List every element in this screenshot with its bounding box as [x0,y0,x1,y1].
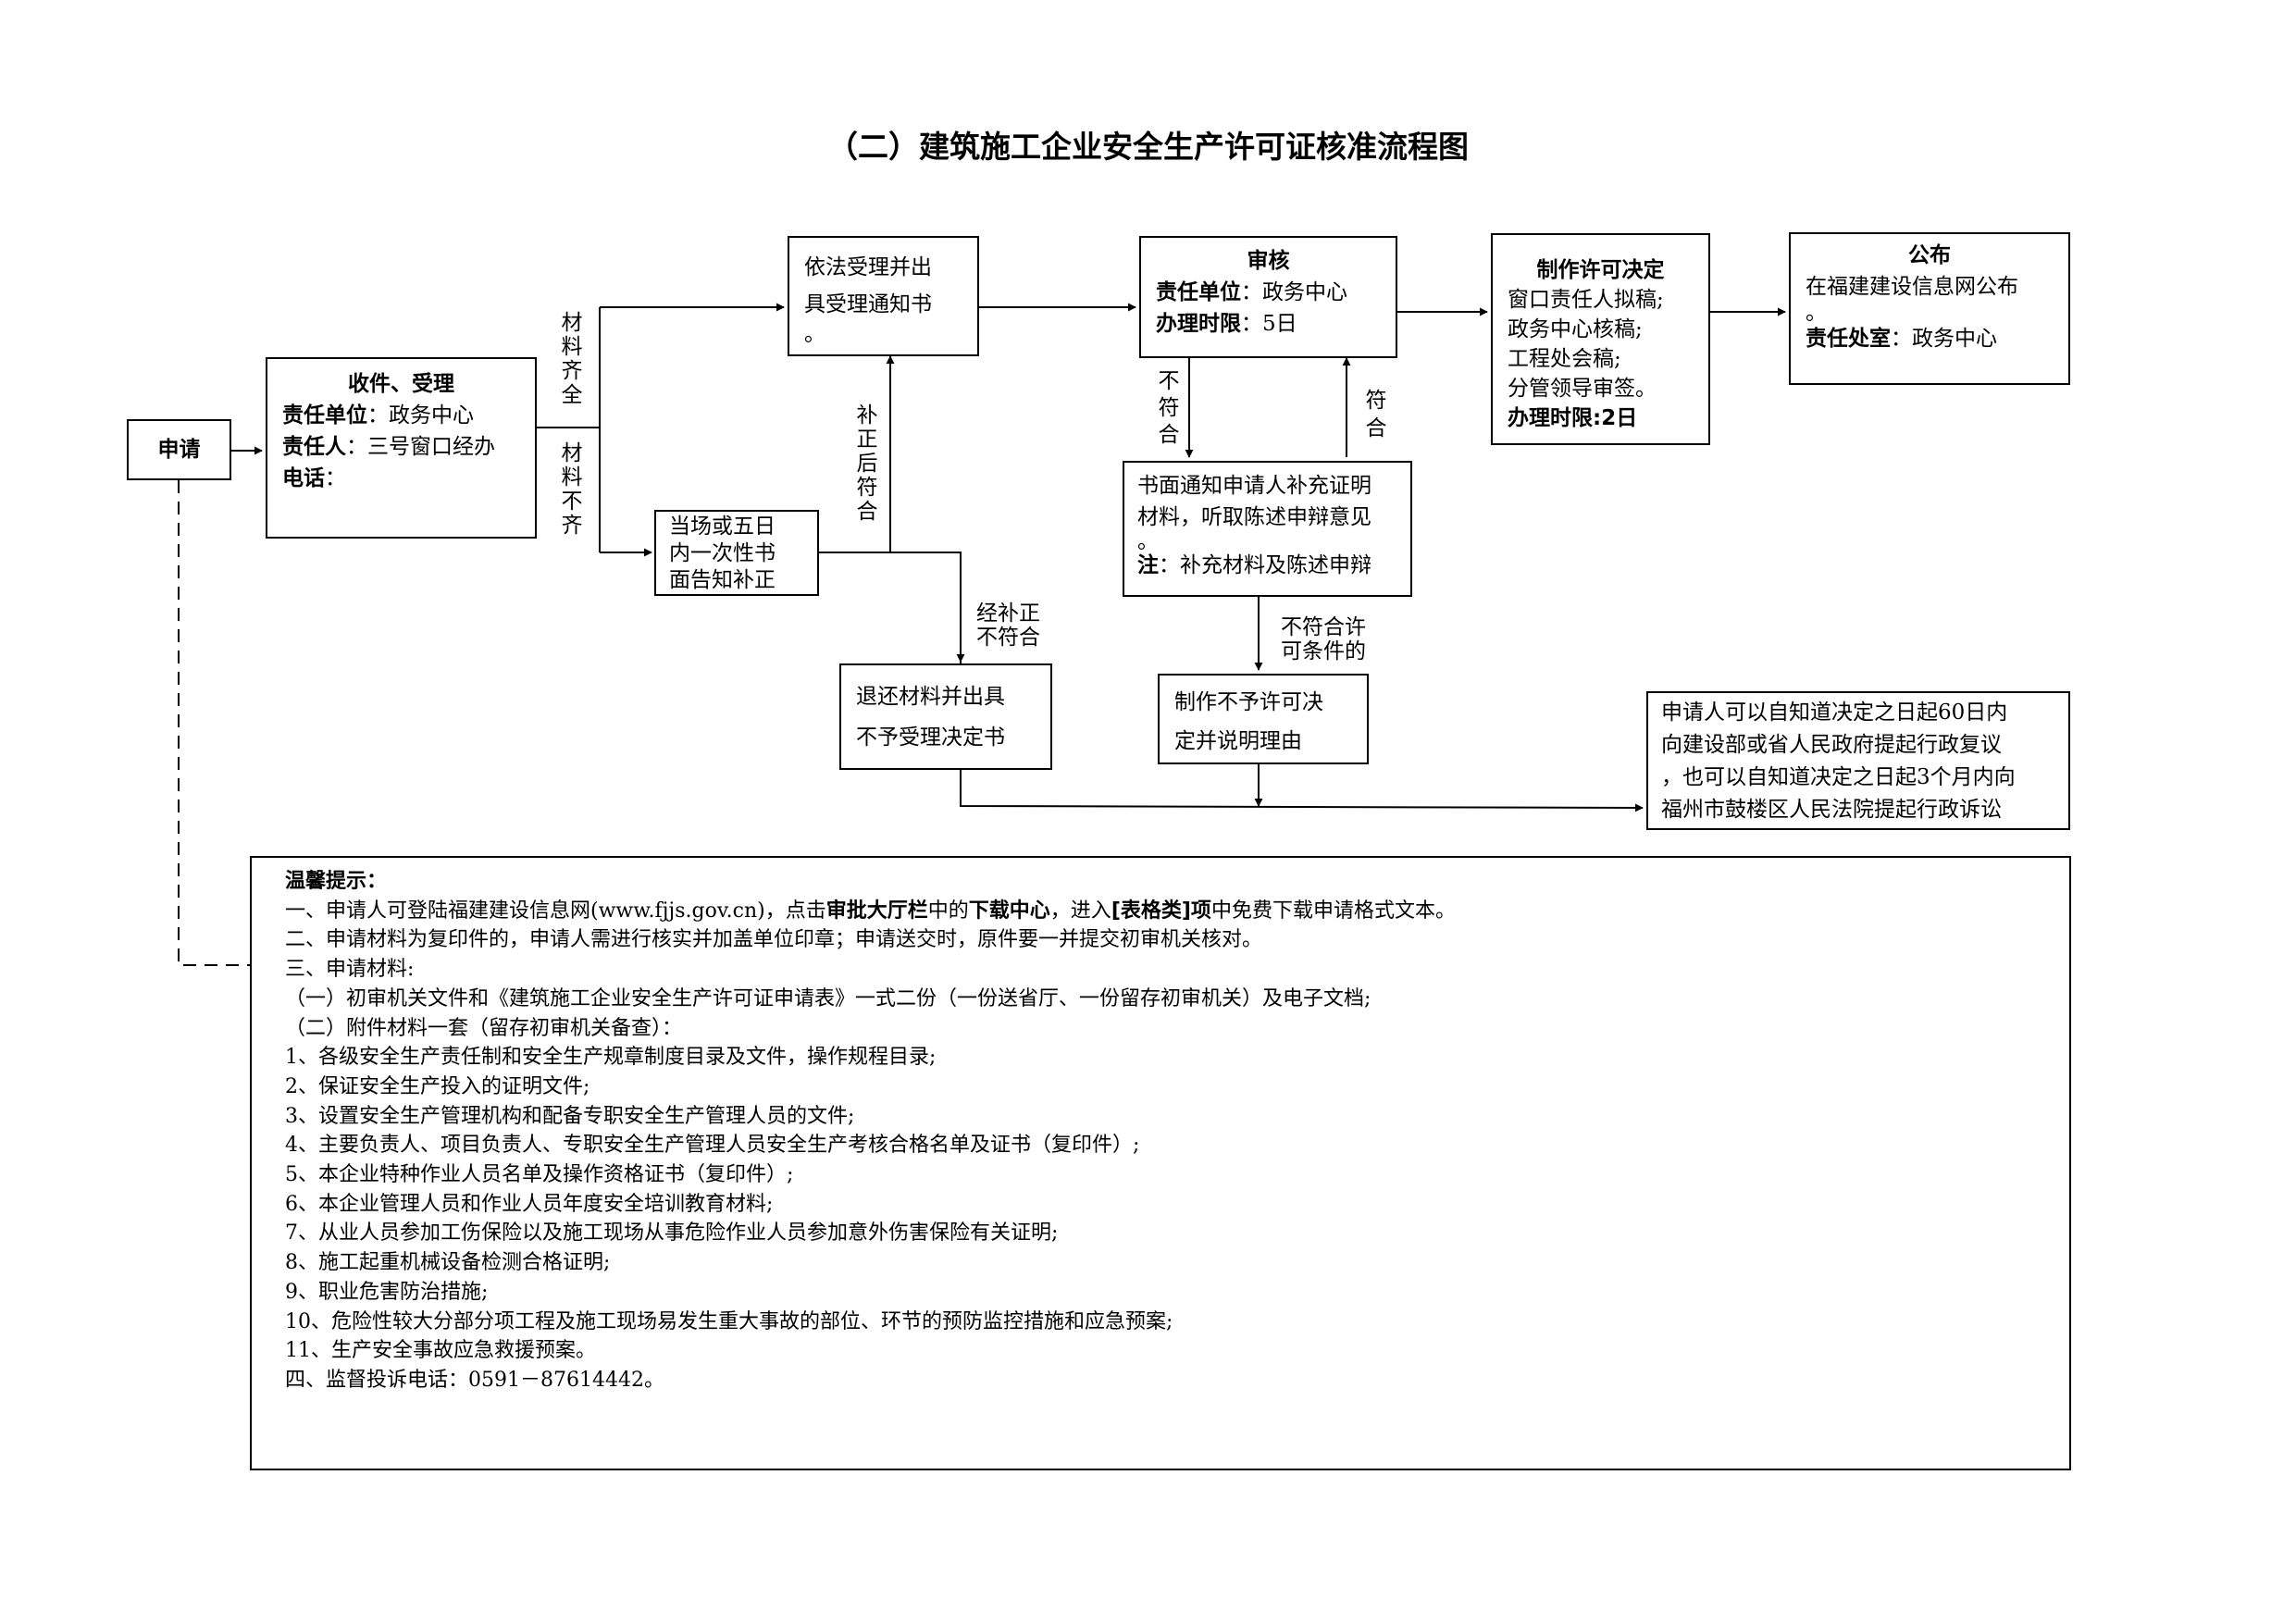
node-review: 审核 责任单位：政务中心 办理时限：5日 [1139,236,1397,358]
node-return: 退还材料并出具 不予受理决定书 [839,663,1052,770]
tips-line: 3、设置安全生产管理机构和配备专职安全生产管理人员的文件; [285,1104,855,1128]
dashed-link-tips [178,480,250,966]
node-supplement: 书面通知申请人补充证明 材料，听取陈述申辩意见 。 注：补充材料及陈述申辩 [1123,461,1412,597]
tips-line: 10、危险性较大分部分项工程及施工现场易发生重大事故的部位、环节的预防监控措施和… [285,1309,1173,1333]
node-publish-title: 公布 [1908,243,1951,267]
tips-line: 2、保证安全生产投入的证明文件; [285,1074,590,1098]
tips-line: 11、生产安全事故应急救援预案。 [285,1339,596,1363]
tips-line: （一）初审机关文件和《建筑施工企业安全生产许可证申请表》一式二份（一份送省厅、一… [285,986,1371,1010]
tips-line: 7、从业人员参加工伤保险以及施工现场从事危险作业人员参加意外伤害保险有关证明; [285,1221,1059,1246]
tips-line: 一、申请人可登陆福建建设信息网(www.fjjs.gov.cn)，点击审批大厅栏… [285,899,1456,923]
tips-line: 8、施工起重机械设备检测合格证明; [285,1251,611,1275]
label-complete: 材 料 齐 全 [561,311,583,407]
tips-line: （二）附件材料一套（留存初审机关备查）： [285,1016,683,1040]
tips-line: 5、本企业特种作业人员名单及操作资格证书（复印件）; [285,1163,794,1187]
node-notify: 当场或五日 内一次性书 面告知补正 [654,510,819,596]
node-deny: 制作不予许可决 定并说明理由 [1158,674,1369,764]
node-decision-title: 制作许可决定 [1536,258,1665,282]
page-title: （二）建筑施工企业安全生产许可证核准流程图 [827,129,1469,165]
node-apply: 申请 [127,419,231,480]
tips-line: 四、监督投诉电话：0591－87614442。 [285,1368,664,1392]
label-match: 符 合 [1365,389,1387,440]
tips-line: 4、主要负责人、项目负责人、专职安全生产管理人员安全生产考核合格名单及证书（复印… [285,1134,1140,1158]
node-appeal: 申请人可以自知道决定之日起60日内 向建设部或省人民政府提起行政复议 ，也可以自… [1646,691,2070,830]
label-still-not-match: 经补正 不符合 [976,601,1040,650]
node-review-title: 审核 [1247,249,1290,273]
node-decision: 制作许可决定 窗口责任人拟稿; 政务中心核稿; 工程处会稿; 分管领导审签。 办… [1491,233,1710,445]
label-incomplete: 材 料 不 齐 [561,441,583,538]
tips-line: 三、申请材料: [285,958,415,982]
node-accept: 依法受理并出 具受理通知书 。 [788,236,979,356]
tips-line: 9、职业危害防治措施; [285,1280,489,1304]
line-notify-out [819,552,962,676]
tips-line: 6、本企业管理人员和作业人员年度安全培训教育材料; [285,1192,774,1216]
label-not-match: 不 符 合 [1158,369,1180,447]
tips-line: 1、各级安全生产责任制和安全生产规章制度目录及文件，操作规程目录; [285,1046,937,1070]
node-receive: 收件、受理 责任单位：政务中心 责任人：三号窗口经办 电话： [266,357,537,539]
label-corrected: 补 正 后 符 合 [856,403,878,524]
arrow-to-appeal [960,766,1644,812]
node-receive-title: 收件、受理 [348,372,454,396]
tips-title: 温馨提示： [285,870,388,893]
tips-panel: 温馨提示： 一、申请人可登陆福建建设信息网(www.fjjs.gov.cn)，点… [250,856,2071,1470]
label-not-qualified: 不符合许 可条件的 [1281,615,1366,663]
node-publish: 公布 在福建建设信息网公布 。 责任处室：政务中心 [1789,232,2070,385]
tips-line: 二、申请材料为复印件的，申请人需进行核实并加盖单位印章；申请送交时，原件要一并提… [285,928,1263,952]
